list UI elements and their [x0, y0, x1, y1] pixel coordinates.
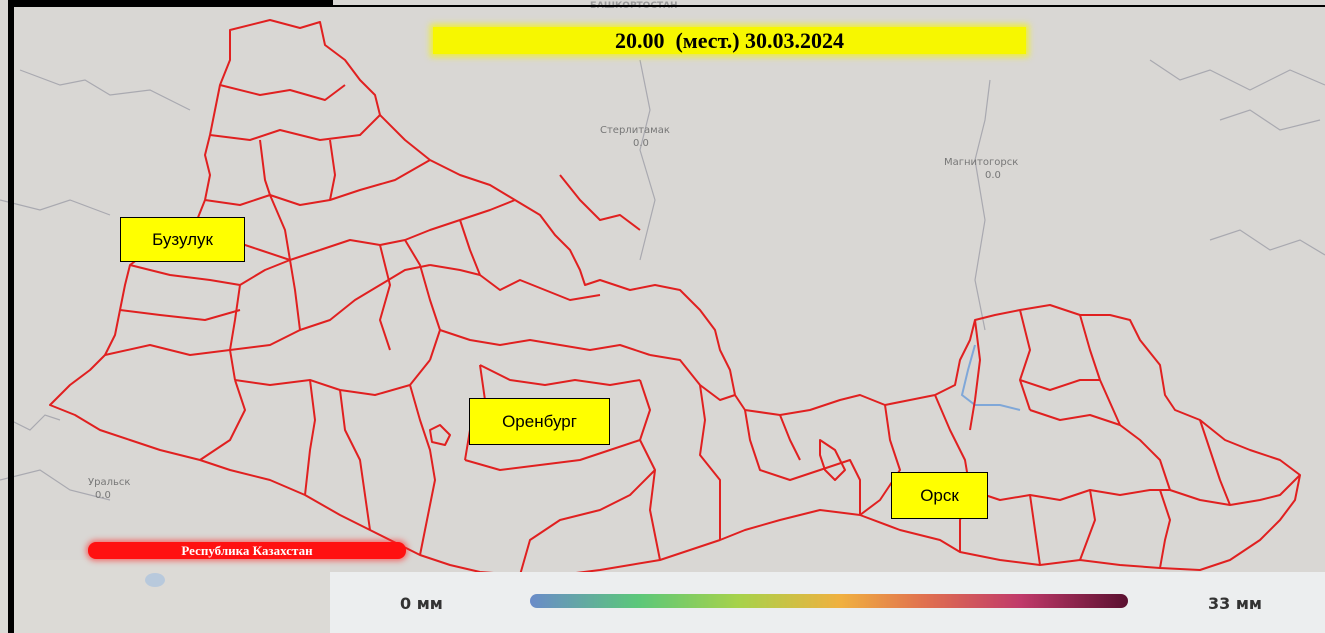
city-value-magnitogorsk: 0.0 [985, 170, 1001, 181]
district-boundaries [49, 19, 1301, 576]
city-box-buzuluk[interactable]: Бузулук [120, 217, 245, 262]
city-value-sterlitamak: 0.0 [633, 138, 649, 149]
frame-left [8, 0, 14, 633]
legend-color-scale [530, 594, 1128, 608]
oblast-outline [49, 19, 1301, 576]
city-label-magnitogorsk: Магнитогорск [944, 157, 1018, 168]
precipitation-legend: 0 мм 33 мм [330, 572, 1325, 633]
frame-top-line [8, 5, 1325, 7]
city-label-uralsk: Уральск [88, 477, 130, 488]
legend-max-label: 33 мм [1208, 594, 1262, 613]
city-value-uralsk: 0.0 [95, 490, 111, 501]
city-label-sterlitamak: Стерлитамак [600, 125, 670, 136]
city-box-orsk[interactable]: Орск [891, 472, 988, 519]
city-box-orenburg[interactable]: Оренбург [469, 398, 610, 445]
country-label-kazakhstan: Республика Казахстан [88, 542, 406, 559]
frame-top-left [8, 0, 333, 6]
map-title: 20.00 (мест.) 30.03.2024 [433, 27, 1026, 54]
regional-borders [0, 59, 1325, 501]
legend-min-label: 0 мм [400, 594, 443, 613]
rivers [960, 344, 1021, 411]
